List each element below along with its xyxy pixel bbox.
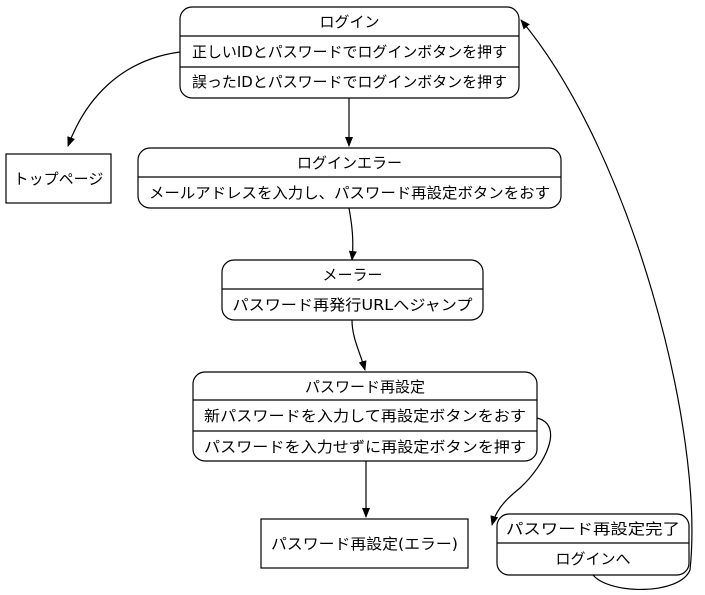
node-reset-complete-title: パスワード再設定完了 — [506, 520, 680, 538]
node-password-reset-action-1: 新パスワードを入力して再設定ボタンをおす — [204, 407, 526, 425]
node-login-action-1: 正しいIDとパスワードでログインボタンを押す — [192, 43, 507, 61]
node-reset-complete: パスワード再設定完了 ログインへ — [496, 513, 690, 576]
edge-passwordreset-to-resetcomplete — [490, 417, 552, 526]
node-login-title: ログイン — [319, 13, 379, 31]
edge-login-to-toppage — [67, 51, 181, 147]
node-login: ログイン 正しいIDとパスワードでログインボタンを押す 誤ったIDとパスワードで… — [179, 6, 520, 99]
node-password-reset-title: パスワード再設定 — [305, 378, 425, 396]
node-mail-action-1: パスワード再発行URLへジャンプ — [233, 296, 473, 314]
node-reset-complete-action-1: ログインへ — [555, 550, 630, 568]
edge-resetcomplete-to-login — [520, 19, 693, 590]
node-reset-error-title: パスワード再設定(エラー) — [271, 535, 458, 553]
node-login-error-title: ログインエラー — [297, 154, 402, 172]
node-mail: メーラー パスワード再発行URLへジャンプ — [221, 259, 484, 321]
node-mail-title: メーラー — [322, 266, 382, 284]
edge-mail-to-passwordreset — [351, 319, 367, 371]
node-login-error-action-1: メールアドレスを入力し、パスワード再設定ボタンをおす — [149, 184, 550, 202]
node-password-reset-action-2: パスワードを入力せずに再設定ボタンを押す — [204, 438, 526, 456]
node-top-page-title: トップページ — [14, 170, 104, 188]
node-top-page: トップページ — [5, 153, 112, 204]
node-password-reset: パスワード再設定 新パスワードを入力して再設定ボタンをおす パスワードを入力せず… — [192, 371, 538, 462]
node-login-error: ログインエラー メールアドレスを入力し、パスワード再設定ボタンをおす — [137, 147, 562, 209]
edge-loginerror-to-mail — [348, 207, 357, 261]
node-login-action-2: 誤ったIDとパスワードでログインボタンを押す — [192, 73, 507, 91]
node-reset-error: パスワード再設定(エラー) — [260, 518, 469, 569]
